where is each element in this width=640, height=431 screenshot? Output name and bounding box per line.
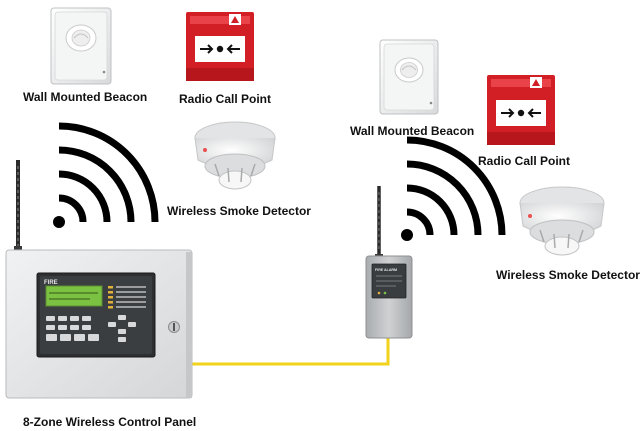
panel-brand-text: FIRE xyxy=(44,280,58,286)
label-wall-beacon-right: Wall Mounted Beacon xyxy=(350,124,475,138)
fire-control-panel-icon: FIRE xyxy=(5,160,193,399)
manual-call-point-icon xyxy=(186,12,254,81)
connection-cable xyxy=(192,336,390,366)
label-control-panel: 8-Zone Wireless Control Panel xyxy=(23,415,197,429)
wall-beacon-icon xyxy=(379,39,439,115)
wireless-signal-icon xyxy=(53,122,159,228)
expander-brand-text: FIRE ALARM xyxy=(375,268,397,272)
label-smoke-detector-left: Wireless Smoke Detector xyxy=(167,204,311,218)
smoke-detector-icon xyxy=(519,186,605,256)
label-radio-call-point-right: Radio Call Point xyxy=(478,154,571,168)
label-radio-call-point-left: Radio Call Point xyxy=(179,92,272,106)
wall-beacon-icon xyxy=(50,7,112,85)
smoke-detector-icon xyxy=(194,121,276,190)
manual-call-point-icon xyxy=(487,75,555,145)
label-smoke-detector-right: Wireless Smoke Detector xyxy=(496,268,640,282)
wireless-expander-icon: FIRE ALARM xyxy=(365,186,413,339)
wireless-signal-icon xyxy=(401,136,506,241)
label-wall-beacon-left: Wall Mounted Beacon xyxy=(23,90,148,104)
